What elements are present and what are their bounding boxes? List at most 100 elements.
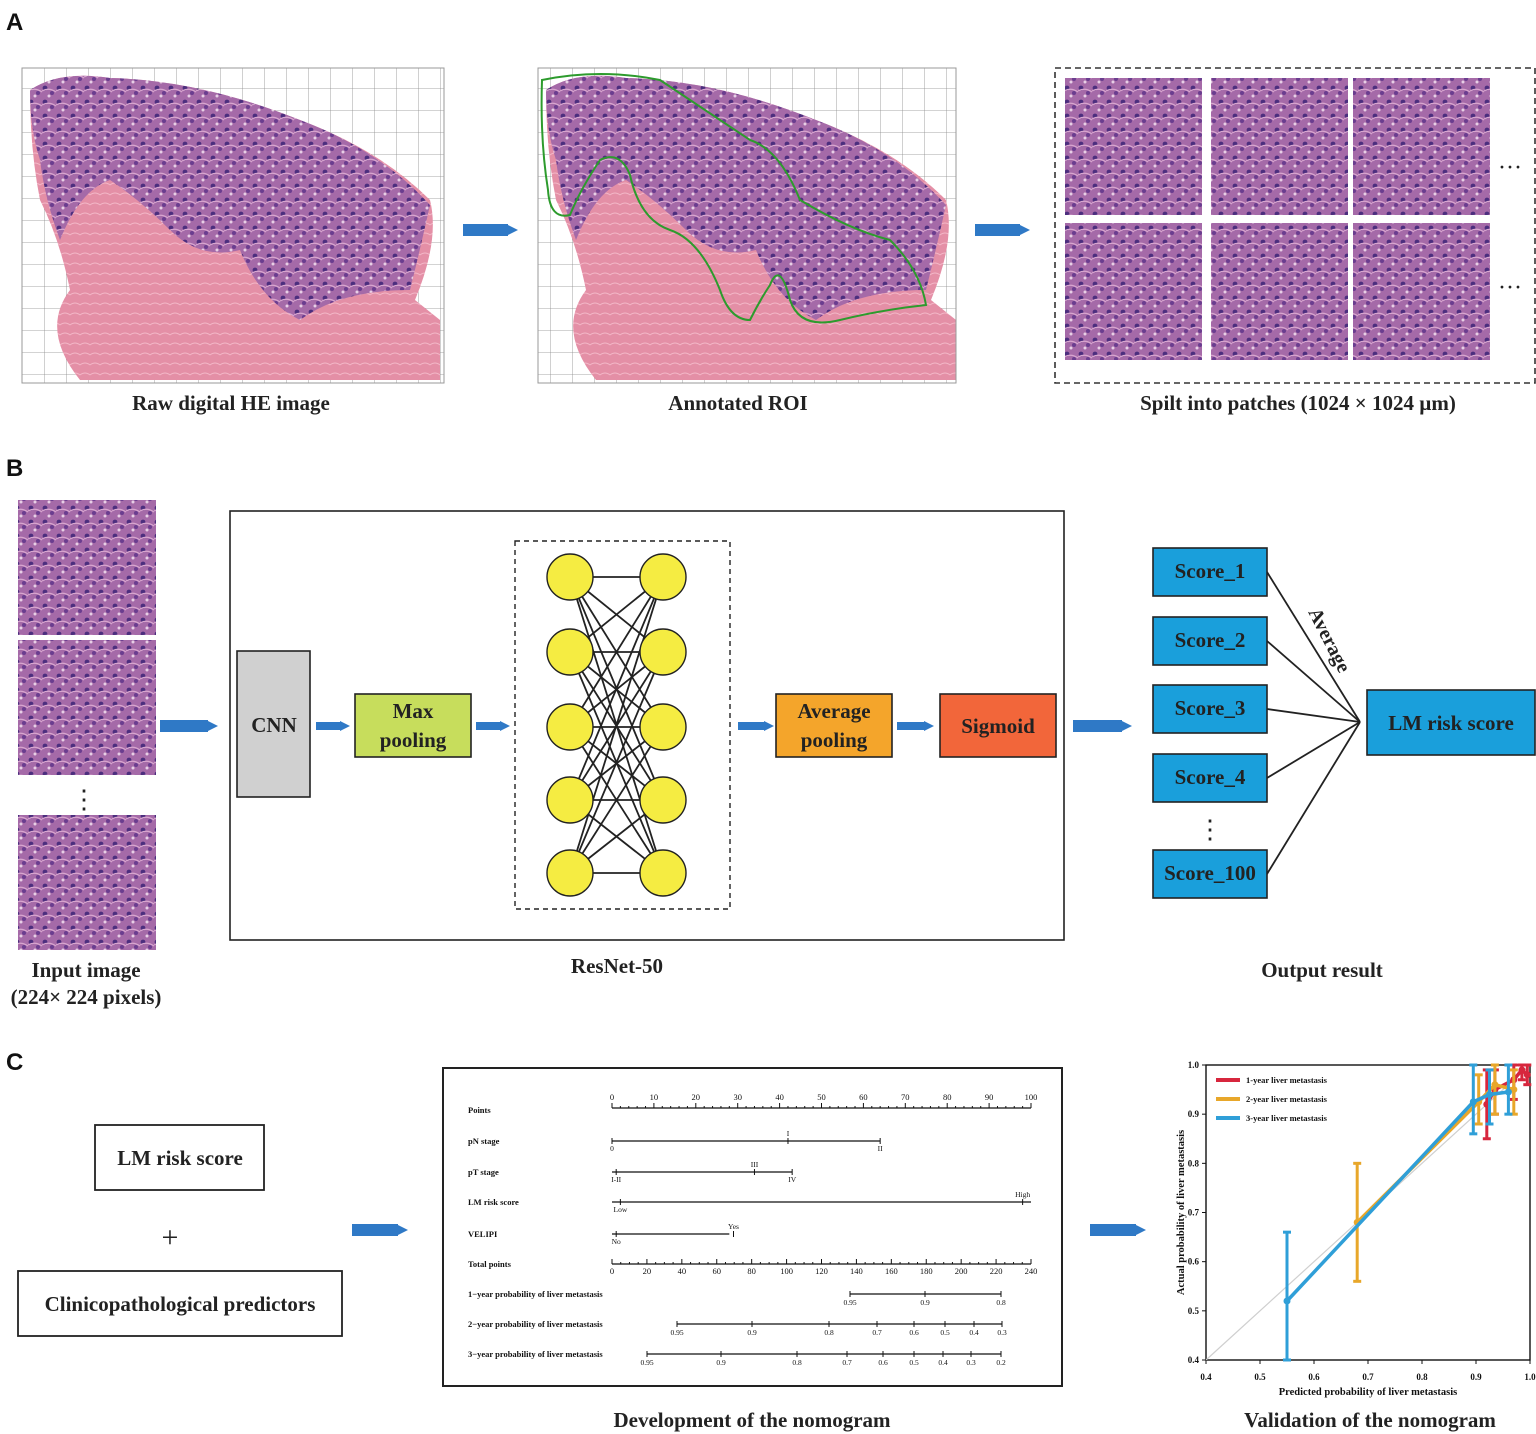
nomogram-row-label: pN stage (468, 1136, 500, 1146)
score-label: Score_2 (1175, 628, 1246, 652)
probability-tick-label: 0.6 (878, 1358, 888, 1367)
patch-image (1065, 223, 1202, 360)
points-tick-label: 20 (692, 1092, 701, 1102)
nomogram-row-label: pT stage (468, 1167, 499, 1177)
x-axis-label: Predicted probability of liver metastasi… (1279, 1387, 1458, 1398)
nomogram-row-label: 1−year probability of liver metastasis (468, 1289, 603, 1299)
network-edge (569, 576, 664, 801)
neuron-node (546, 776, 594, 824)
total-points-tick-label: 40 (678, 1266, 687, 1276)
points-tick-label: 100 (1025, 1092, 1038, 1102)
probability-tick-label: 0.8 (792, 1358, 802, 1367)
nomogram-row-label: Total points (468, 1259, 512, 1269)
nomogram-frame (442, 1067, 1063, 1387)
data-point (1510, 1086, 1518, 1094)
y-axis-label: Actual probability of liver metastasis (1176, 1130, 1187, 1295)
average-edge (1266, 571, 1361, 723)
probability-tick-label: 0.8 (824, 1328, 834, 1337)
x-tick-label: 1.0 (1524, 1372, 1536, 1382)
panel-a-letter: A (6, 9, 23, 36)
caption-patches: Spilt into patches (1024 × 1024 µm) (1140, 391, 1456, 415)
patch-image (1353, 223, 1490, 360)
score-label: Score_4 (1175, 765, 1246, 789)
nomogram-scale-label: Low (614, 1205, 628, 1214)
probability-tick-label: 0.7 (842, 1358, 852, 1367)
y-tick-label: 0.5 (1188, 1306, 1200, 1316)
nomogram-scale-label: III (751, 1160, 759, 1169)
neuron-node (546, 553, 594, 601)
caption-resnet: ResNet-50 (571, 954, 663, 978)
caption-nomogram: Development of the nomogram (613, 1408, 891, 1432)
points-tick-label: 0 (610, 1092, 614, 1102)
nomogram-row-label: Points (468, 1105, 491, 1115)
caption-input-size: (224× 224 pixels) (11, 985, 162, 1009)
neural-network (546, 553, 687, 897)
neuron-node (639, 776, 687, 824)
probability-tick-label: 0.3 (966, 1358, 976, 1367)
nomogram-row-label: LM risk score (468, 1197, 519, 1207)
probability-tick-label: 0.95 (640, 1358, 653, 1367)
total-points-tick-label: 200 (955, 1266, 968, 1276)
probability-tick-label: 0.9 (747, 1328, 757, 1337)
nomogram-row-label: 3−year probability of liver metastasis (468, 1349, 603, 1359)
nomogram-scale-label: No (612, 1237, 621, 1246)
legend-label: 2-year liver metastasis (1246, 1094, 1328, 1104)
cnn-block (236, 650, 311, 798)
network-edge (569, 726, 664, 874)
y-tick-label: 0.9 (1188, 1109, 1200, 1119)
max-pooling-label: pooling (380, 728, 447, 752)
cnn-label: CNN (251, 713, 297, 737)
lm-risk-score-label: LM risk score (1388, 711, 1514, 735)
total-points-tick-label: 180 (920, 1266, 933, 1276)
nomogram-scale-label: IV (788, 1175, 796, 1184)
patch-grid (1065, 78, 1490, 360)
network-edge (569, 651, 664, 874)
residual-block-box (514, 540, 731, 910)
probability-tick-label: 0.6 (909, 1328, 919, 1337)
patch-image (1353, 78, 1490, 215)
probability-tick-label: 0.4 (969, 1328, 979, 1337)
probability-tick-label: 0.5 (940, 1328, 950, 1337)
probability-tick-label: 0.3 (997, 1328, 1007, 1337)
total-points-tick-label: 220 (990, 1266, 1003, 1276)
clinicopathological-label: Clinicopathological predictors (45, 1292, 316, 1316)
legend-label: 3-year liver metastasis (1246, 1113, 1328, 1123)
network-edge (569, 576, 664, 874)
score-label: Score_100 (1164, 861, 1256, 885)
neuron-node (546, 628, 594, 676)
input-image-stack (18, 500, 156, 950)
resnet-box (229, 510, 1065, 941)
points-tick-label: 40 (775, 1092, 784, 1102)
max-pooling-label: Max (393, 699, 434, 723)
lm-risk-score-block (1366, 689, 1536, 756)
points-tick-label: 80 (943, 1092, 952, 1102)
neuron-node (639, 849, 687, 897)
nomogram-scale-label: Yes (728, 1222, 739, 1231)
patch-image (1065, 78, 1202, 215)
nomogram-scale-label: II (878, 1144, 883, 1153)
data-point (1518, 1066, 1526, 1074)
patch-image (1211, 78, 1348, 215)
vertical-dots: ⋮ (71, 785, 97, 814)
points-tick-label: 60 (859, 1092, 868, 1102)
neuron-node (639, 553, 687, 601)
x-tick-label: 0.9 (1470, 1372, 1482, 1382)
score-label: Score_3 (1175, 696, 1246, 720)
points-tick-label: 10 (650, 1092, 659, 1102)
x-tick-label: 0.5 (1254, 1372, 1266, 1382)
probability-tick-label: 0.4 (938, 1358, 948, 1367)
points-tick-label: 90 (985, 1092, 994, 1102)
nomogram-scale-label: High (1015, 1190, 1030, 1199)
probability-tick-label: 0.95 (843, 1298, 856, 1307)
score-block (1152, 753, 1268, 803)
raw-he-image (21, 67, 445, 384)
nomogram-scale-label: I-II (611, 1175, 621, 1184)
average-edge (1266, 721, 1361, 779)
caption-output-result: Output result (1261, 958, 1383, 982)
y-tick-label: 0.8 (1188, 1158, 1200, 1168)
points-tick-label: 50 (817, 1092, 826, 1102)
patches-box (1054, 67, 1536, 384)
